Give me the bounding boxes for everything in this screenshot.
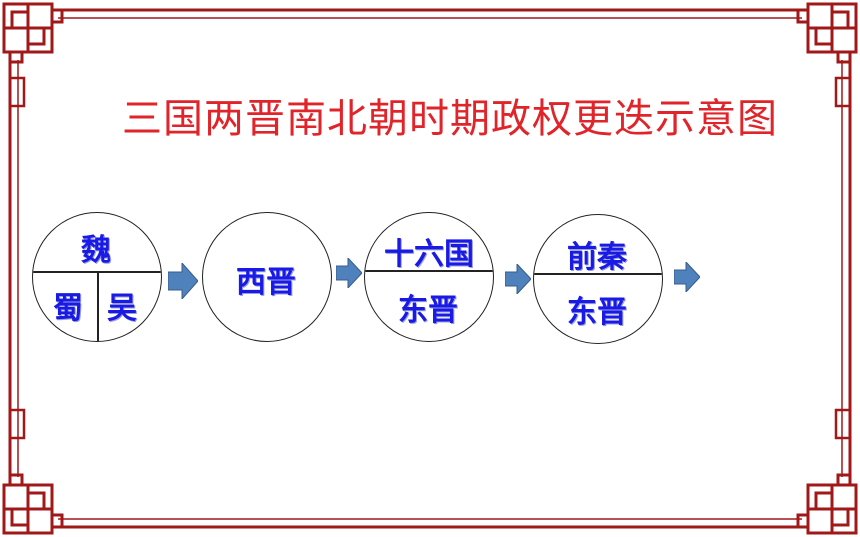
label-shu: 蜀 — [53, 291, 83, 326]
label-qianqin: 前秦 — [567, 240, 627, 275]
corner-ornament-tl — [2, 2, 64, 64]
circle-former-qin: 前秦 东晋 — [533, 214, 663, 344]
divider-horizontal — [33, 271, 161, 273]
page-title: 三国两晋南北朝时期政权更迭示意图 — [122, 96, 778, 142]
divider-horizontal — [534, 273, 662, 275]
circle-three-kingdoms: 魏 蜀 吴 — [32, 212, 162, 342]
divider-vertical — [97, 272, 99, 341]
label-wu: 吴 — [107, 291, 137, 326]
label-sixteen-kingdoms: 十六国 — [384, 237, 474, 272]
arrow-right-icon — [168, 263, 198, 299]
arrow-right-icon — [505, 264, 531, 294]
label-wei: 魏 — [81, 233, 111, 268]
divider-horizontal — [365, 270, 493, 272]
label-dongjin: 东晋 — [398, 293, 458, 328]
circle-sixteen-kingdoms: 十六国 东晋 — [364, 212, 494, 342]
label-xijin: 西晋 — [236, 265, 296, 300]
label-dongjin: 东晋 — [567, 295, 627, 330]
circle-western-jin: 西晋 — [202, 212, 332, 342]
arrow-right-icon — [674, 262, 700, 292]
arrow-right-icon — [336, 258, 362, 288]
